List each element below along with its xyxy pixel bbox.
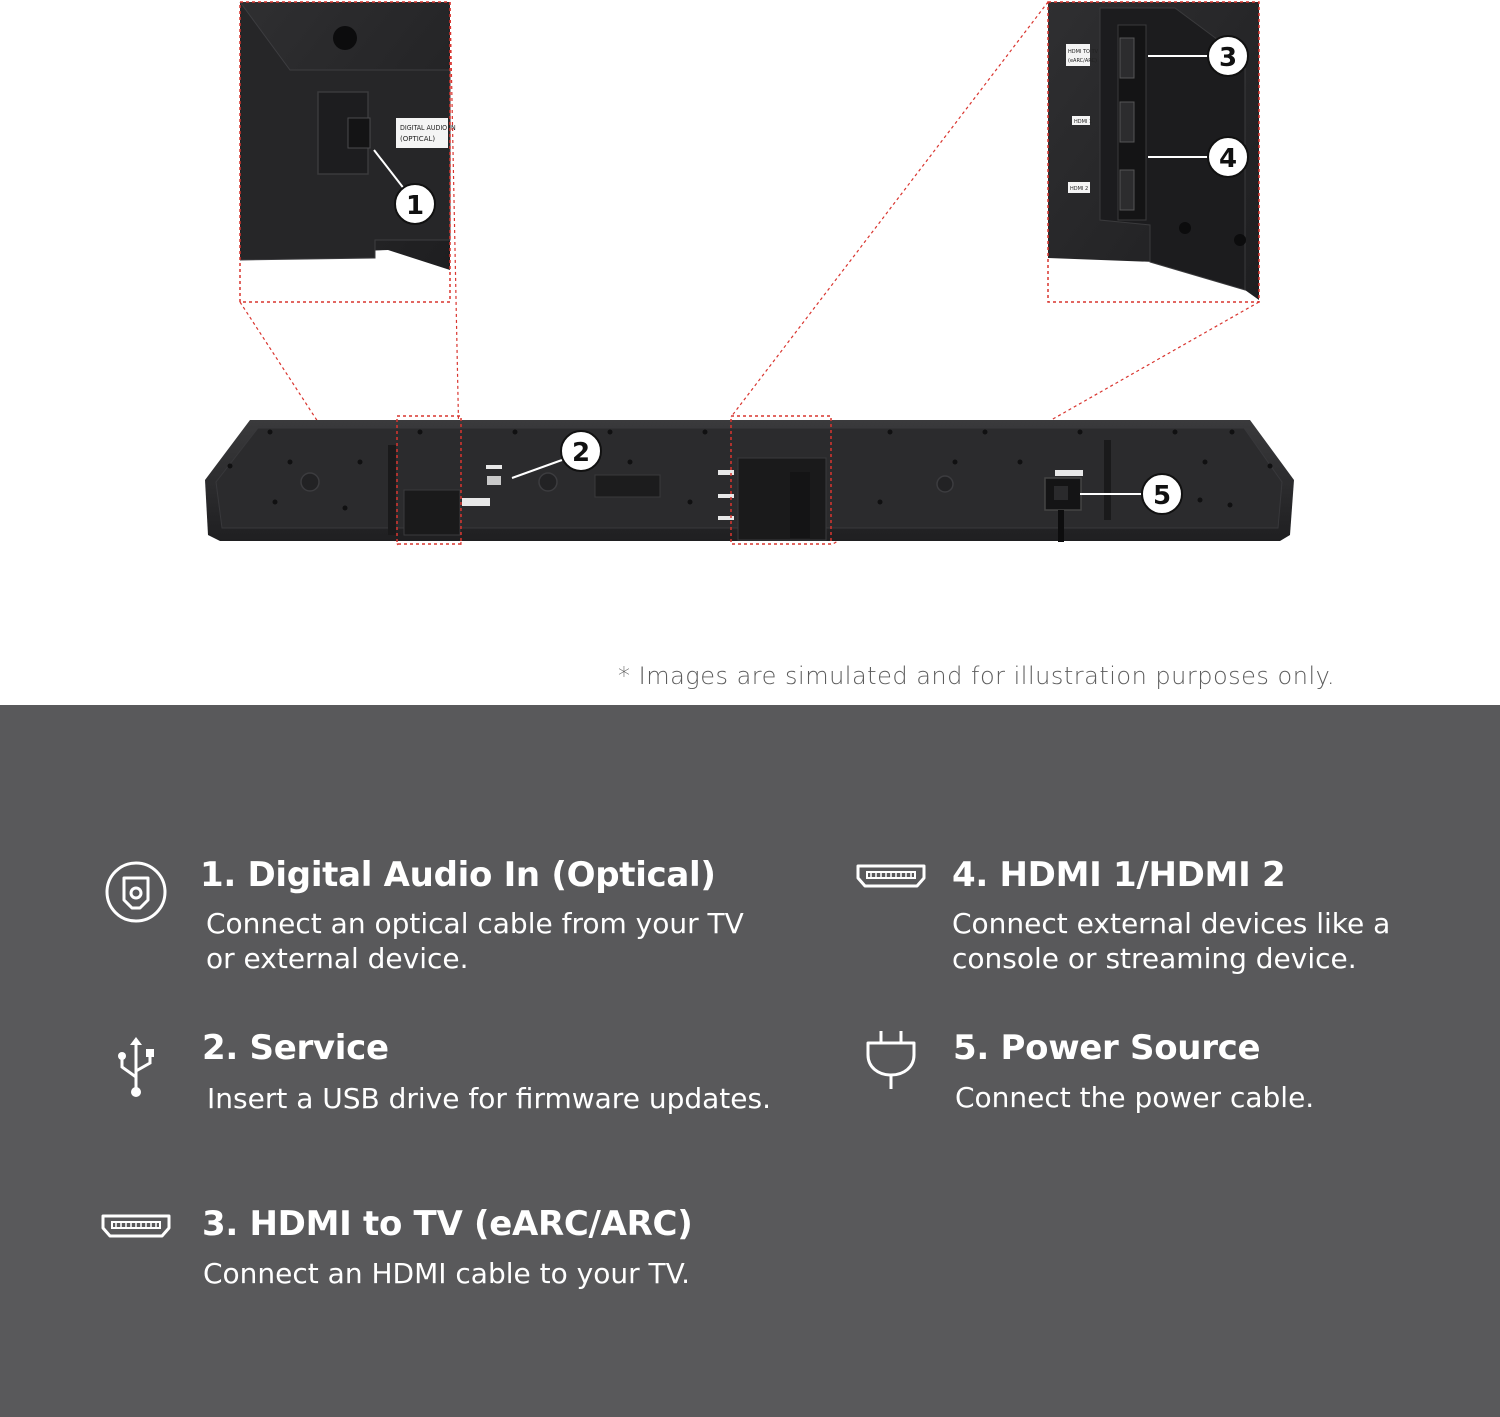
callout-number-2: 2 [572,438,590,468]
product-diagram-area: DIGITAL AUDIO IN (OPTICAL) 1 HDMI TO TV … [0,0,1500,705]
feature-description-line: or external device. [206,942,469,975]
feature-description-line: console or streaming device. [952,942,1357,975]
callout-badge-3 [1207,35,1249,77]
hdmi2-label: HDMI 2 [1070,186,1088,192]
soundbar-body: 2 5 [205,415,1294,545]
hdmi1-label: HDMI 1 [1074,119,1092,125]
hdmi-tv-label-line-2: (eARC/ARC) [1068,58,1097,64]
feature-title: 2. Service [202,1028,389,1068]
soundbar-rear-diagram: DIGITAL AUDIO IN (OPTICAL) 1 HDMI TO TV … [205,1,1294,546]
callout-number-1: 1 [406,191,424,221]
callout-number-4: 4 [1219,144,1237,174]
callout-badge-2 [560,430,602,472]
feature-description-line: Connect the power cable. [955,1081,1315,1114]
optical-label-line-1: DIGITAL AUDIO IN [400,124,456,132]
feature-description: Connect the power cable. [955,1080,1314,1115]
feature-title: 5. Power Source [953,1028,1261,1068]
callout-number-3: 3 [1219,43,1237,73]
disclaimer-text: * Images are simulated and for illustrat… [618,662,1336,690]
hdmi-tv-port [1119,37,1135,79]
callout-badge-4 [1207,136,1249,178]
hdmi-tv-label-line-1: HDMI TO TV [1068,49,1099,55]
feature-description: Connect an optical cable from your TV or… [206,906,744,976]
power-plug-icon [866,1031,916,1089]
hdmi2-port [1119,169,1135,211]
feature-description: Connect an HDMI cable to your TV. [203,1256,690,1291]
feature-description: Connect external devices like a console … [952,906,1390,976]
callout-badge-5 [1141,473,1183,515]
feature-description-line: Connect an HDMI cable to your TV. [203,1257,691,1290]
callout-badge-1 [394,183,436,225]
callout-line-1 [373,149,406,191]
zoom-panel-hdmi: HDMI TO TV (eARC/ARC) HDMI 1 HDMI 2 3 4 [1047,1,1260,303]
feature-description: Insert a USB drive for firmware updates. [207,1081,771,1116]
zoom-panel-optical: DIGITAL AUDIO IN (OPTICAL) 1 [239,1,456,303]
hdmi-icon [101,1214,171,1238]
feature-description-line: Insert a USB drive for firmware updates. [207,1082,771,1115]
features-panel: 1. Digital Audio In (Optical) Connect an… [0,705,1500,1417]
optical-icon [105,861,167,923]
feature-description-line: Connect external devices like a [952,907,1391,940]
optical-label-line-2: (OPTICAL) [400,135,435,143]
usb-icon [118,1037,154,1097]
feature-title: 1. Digital Audio In (Optical) [200,855,716,895]
panel-hole [333,26,357,50]
hdmi-icon [856,864,926,888]
feature-description-line: Connect an optical cable from your TV [206,907,744,940]
feature-title: 4. HDMI 1/HDMI 2 [952,855,1286,895]
callout-line-2 [511,459,563,479]
callout-number-5: 5 [1153,481,1171,511]
feature-title: 3. HDMI to TV (eARC/ARC) [202,1204,693,1244]
optical-port-label [396,118,448,148]
hdmi1-port [1119,101,1135,143]
